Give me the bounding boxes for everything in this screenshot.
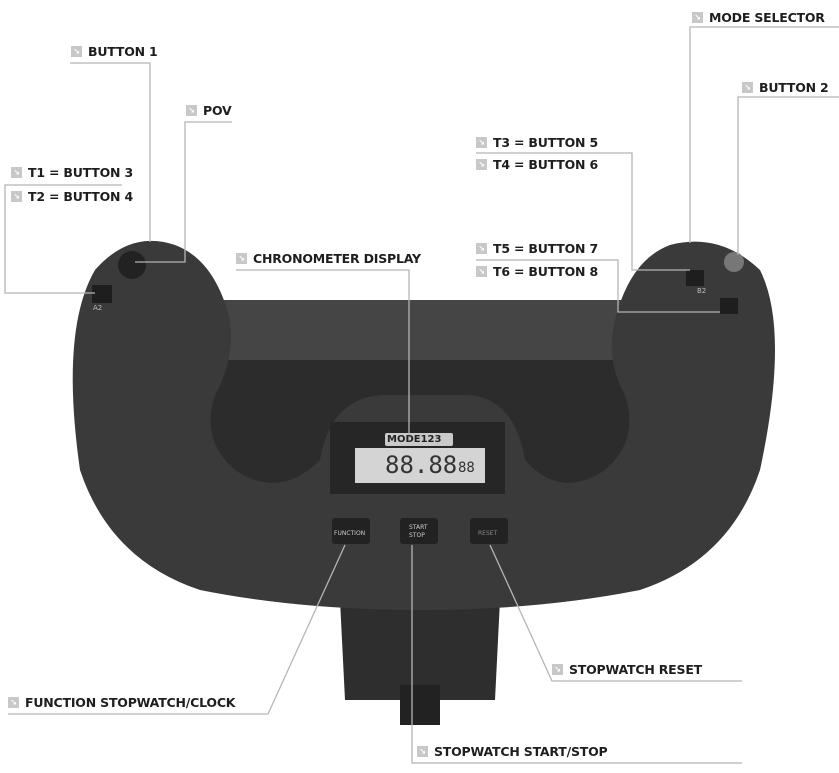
reset-button[interactable] [470,518,508,544]
function-button-label: FUNCTION [334,530,366,537]
label-t5: ↘T5 = BUTTON 7 [476,241,598,256]
label-pov: ↘POV [186,103,232,118]
label-chronometer: ↘CHRONOMETER DISPLAY [236,251,421,266]
arrow-down-right-icon: ↘ [11,191,22,202]
base-top [200,300,640,360]
arrow-down-right-icon: ↘ [476,266,487,277]
arrow-down-right-icon: ↘ [186,105,197,116]
label-button-2: ↘BUTTON 2 [742,80,829,95]
label-mode-selector: ↘MODE SELECTOR [692,10,825,25]
start-label: START [409,524,428,531]
a2-label: A2 [93,304,103,312]
label-t6: ↘T6 = BUTTON 8 [476,264,598,279]
arrow-down-right-icon: ↘ [236,253,247,264]
arrow-down-right-icon: ↘ [476,159,487,170]
arrow-down-right-icon: ↘ [11,167,22,178]
arrow-down-right-icon: ↘ [71,46,82,57]
reset-button-label: RESET [478,530,498,537]
arrow-down-right-icon: ↘ [742,82,753,93]
label-start-stop: ↘STOPWATCH START/STOP [417,744,608,759]
leader-lines [4,26,839,764]
stop-label: STOP [409,532,425,539]
label-function: ↘FUNCTION STOPWATCH/CLOCK [8,695,235,710]
toggle-t5-t6[interactable] [720,298,738,314]
label-t2: ↘T2 = BUTTON 4 [11,189,133,204]
b2-label: B2 [697,287,707,295]
mode-badge [385,433,453,446]
start-stop-button[interactable] [400,518,438,544]
arrow-down-right-icon: ↘ [417,746,428,757]
stand [340,600,500,700]
arrow-down-right-icon: ↘ [8,697,19,708]
pov-hat[interactable] [118,251,146,279]
label-t4: ↘T4 = BUTTON 6 [476,157,598,172]
shaft [400,685,440,725]
lcd-digits: 88.88 [385,451,458,479]
arrow-down-right-icon: ↘ [476,137,487,148]
arrow-down-right-icon: ↘ [692,12,703,23]
toggle-t1-t2[interactable] [92,285,112,303]
toggle-t3-t4[interactable] [686,270,704,286]
label-reset: ↘STOPWATCH RESET [552,662,702,677]
arrow-down-right-icon: ↘ [476,243,487,254]
lcd-small-digits: 88 [458,460,475,476]
mode-selector-knob[interactable] [724,252,744,272]
mode-text: MODE123 [387,434,442,445]
function-button[interactable] [332,518,370,544]
label-button-1: ↘BUTTON 1 [71,44,158,59]
arrow-down-right-icon: ↘ [552,664,563,675]
label-t1: ↘T1 = BUTTON 3 [11,165,133,180]
label-t3: ↘T3 = BUTTON 5 [476,135,598,150]
lcd-screen [355,448,485,483]
